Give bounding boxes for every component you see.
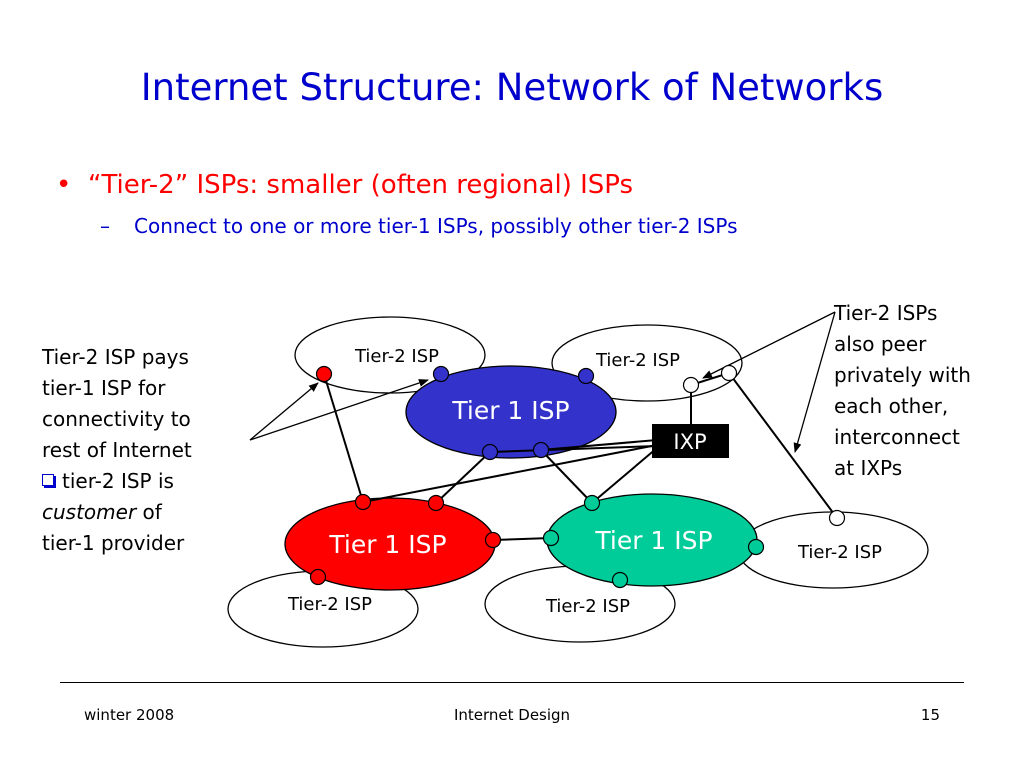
main-bullet-text: “Tier-2” ISPs: smaller (often regional) … (88, 170, 634, 200)
right-annotation-line: Tier-2 ISPs (834, 301, 938, 325)
square-bullet-icon (42, 474, 54, 486)
left-annotation-line: connectivity to (42, 407, 191, 431)
arrow-right-to-ixp-link (793, 311, 836, 453)
bullet-dot: • (56, 170, 72, 200)
left-annotation: Tier-2 ISP pays tier-1 ISP for connectiv… (42, 342, 192, 559)
left-annotation-line: tier-1 ISP for (42, 376, 166, 400)
link-blue-ixp (489, 445, 658, 453)
right-annotation-line: at IXPs (834, 456, 903, 480)
left-sub-point-cont: customer of (42, 497, 192, 528)
left-sub-line: tier-1 provider (42, 531, 185, 555)
tier1-oval-blue (405, 365, 617, 459)
dash-marker: – (100, 214, 110, 238)
link-blue-green (540, 449, 593, 504)
customer-word: customer (42, 500, 137, 524)
page-number: 15 (920, 706, 940, 724)
router-dot-green (747, 538, 765, 556)
tier1-label-red: Tier 1 ISP (328, 530, 446, 559)
link-red-ixp (362, 444, 658, 503)
right-annotation-line: privately with (834, 363, 971, 387)
link-blue-red (435, 451, 491, 504)
router-dot-white (720, 364, 738, 382)
link-red-green (492, 537, 552, 541)
tier1-label-green: Tier 1 ISP (594, 526, 712, 555)
slide-title: Internet Structure: Network of Networks (140, 66, 884, 109)
ixp-box (652, 424, 729, 458)
left-annotation-line: Tier-2 ISP pays (42, 345, 189, 369)
ixp-label: IXP (673, 430, 706, 454)
router-dot-red (309, 568, 327, 586)
arrow-left-to-red-dot (249, 382, 319, 441)
router-dot-green (611, 571, 629, 589)
tier2-label-bottom-middle: Tier-2 ISP (545, 596, 630, 617)
router-dot-white (682, 376, 700, 394)
link-green-ixp (591, 447, 658, 504)
router-dot-red (427, 494, 445, 512)
left-annotation-line: rest of Internet (42, 438, 192, 462)
link-tier2-red (323, 373, 364, 503)
router-dot-red (354, 493, 372, 511)
footer-course: Internet Design (453, 706, 571, 724)
router-dot-green (583, 494, 601, 512)
router-dot-blue (432, 365, 450, 383)
left-sub-line: of (136, 500, 162, 524)
footer-date: winter 2008 (84, 706, 175, 724)
left-sub-line: tier-2 ISP is (62, 469, 174, 493)
router-dot-red (315, 365, 333, 383)
router-dot-blue (577, 367, 595, 385)
footer-divider (60, 682, 964, 683)
left-sub-point: tier-2 ISP is (42, 466, 192, 497)
tier2-label-bottom-left: Tier-2 ISP (287, 594, 372, 615)
tier1-label-blue: Tier 1 ISP (451, 396, 569, 425)
link-blue-ixp-2 (540, 439, 658, 451)
router-dots (309, 364, 846, 589)
link-tier2-peer-2 (728, 372, 838, 519)
right-annotation-line: each other, (834, 394, 949, 418)
right-annotation: Tier-2 ISPs also peer privately with eac… (834, 298, 971, 484)
router-dot-red (484, 531, 502, 549)
tier2-label-top-left: Tier-2 ISP (354, 346, 439, 367)
router-dot-green (542, 529, 560, 547)
router-dot-white (828, 509, 846, 527)
sub-bullet-text: Connect to one or more tier-1 ISPs, poss… (134, 214, 738, 238)
tier2-label-right: Tier-2 ISP (797, 542, 882, 563)
router-dot-blue (481, 443, 499, 461)
right-annotation-line: interconnect (834, 425, 960, 449)
router-dot-blue (532, 441, 550, 459)
right-annotation-line: also peer (834, 332, 927, 356)
tier2-label-top-right: Tier-2 ISP (595, 350, 680, 371)
arrow-left-to-blue-dot (249, 379, 429, 441)
